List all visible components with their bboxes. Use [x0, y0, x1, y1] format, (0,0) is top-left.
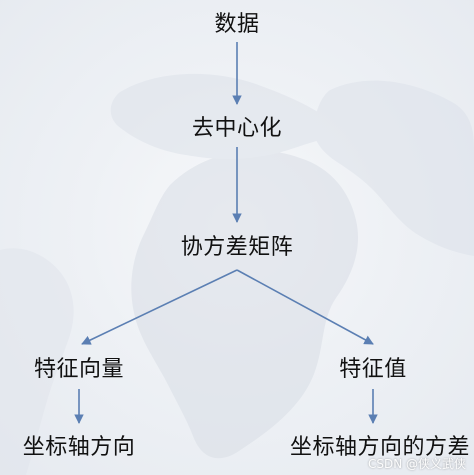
arrow-covariance-to-eigenvectors [81, 269, 238, 345]
map-land-asia [313, 80, 474, 256]
node-eigenvalues: 特征值 [339, 357, 407, 382]
node-eigenvectors: 特征向量 [33, 357, 125, 382]
map-land-europe [110, 73, 348, 159]
node-axis-direction: 坐标轴方向 [22, 435, 136, 460]
node-covariance-matrix: 协方差矩阵 [180, 235, 294, 260]
map-land-africa [131, 150, 359, 459]
watermark-text: CSDN @侠义武侠 [367, 457, 466, 471]
arrow-covariance-to-eigenvalues [236, 269, 374, 345]
node-decenter: 去中心化 [191, 116, 283, 141]
map-land-south-america [0, 248, 74, 475]
node-data: 数据 [214, 12, 260, 37]
node-axis-direction-variance: 坐标轴方向的方差 [289, 435, 471, 460]
